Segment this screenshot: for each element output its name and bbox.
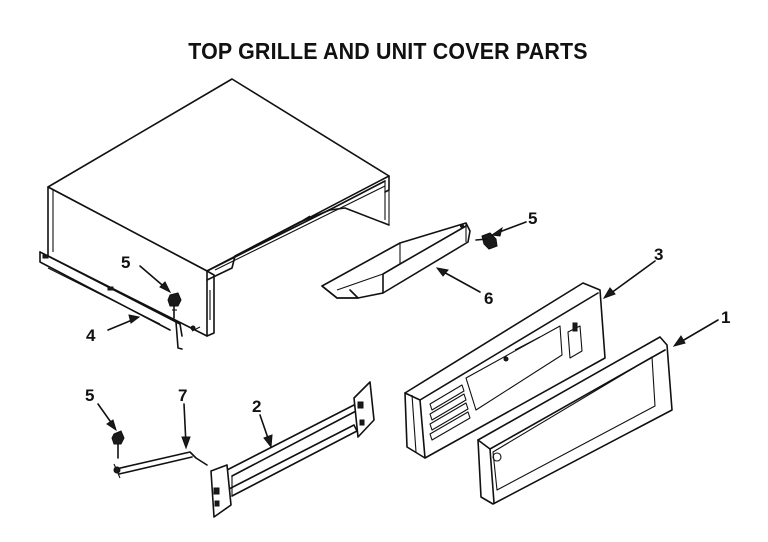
callout-3: 3: [654, 245, 663, 264]
callout-5-lower: 5: [85, 386, 94, 405]
callout-4: 4: [86, 326, 96, 345]
callout-2: 2: [252, 397, 261, 416]
screw-upper-right: [475, 232, 498, 250]
callout-7: 7: [178, 386, 187, 405]
unit-cover: [39, 78, 390, 350]
screw-lower-left: [111, 430, 125, 459]
bracket-part-2: [210, 381, 375, 518]
callout-5-upper: 5: [528, 209, 537, 228]
callout-6: 6: [484, 289, 493, 308]
bracket-part-6: [321, 222, 471, 299]
callout-1: 1: [721, 308, 730, 327]
frame-part-1: [477, 336, 673, 505]
rod-part-7: [113, 451, 208, 479]
top-grille-part-3: [404, 282, 606, 459]
leader-lines: [97, 221, 719, 450]
screw-middle-left: [167, 292, 182, 319]
diagram-title: TOP GRILLE AND UNIT COVER PARTS: [188, 38, 588, 64]
callout-5-middle: 5: [121, 253, 130, 272]
